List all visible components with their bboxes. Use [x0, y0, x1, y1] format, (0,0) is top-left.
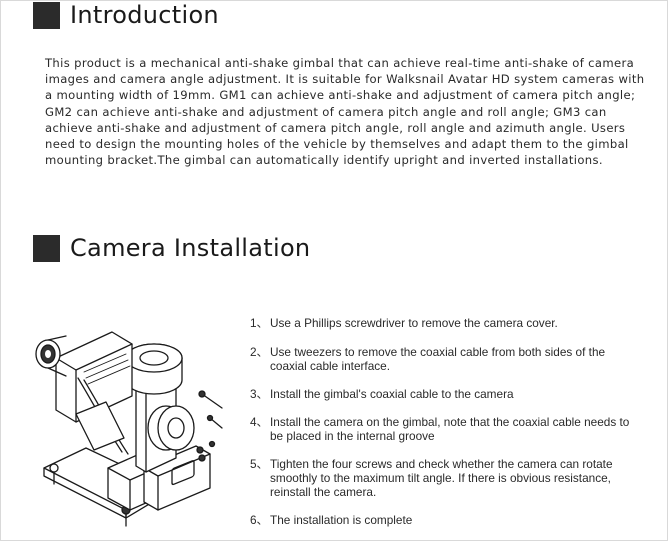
step-number: 3、 — [250, 387, 269, 401]
list-item: 1、 Use a Phillips screwdriver to remove … — [250, 316, 640, 330]
list-item: 6、 The installation is complete — [250, 513, 640, 527]
step-text: Use a Phillips screwdriver to remove the… — [270, 316, 558, 330]
list-item: 5、 Tighten the four screws and check whe… — [250, 457, 640, 499]
step-text: Install the gimbal's coaxial cable to th… — [270, 387, 514, 401]
list-item: 4、 Install the camera on the gimbal, not… — [250, 415, 640, 443]
step-number: 1、 — [250, 316, 269, 330]
section-marker-icon — [33, 234, 60, 262]
step-number: 4、 — [250, 415, 269, 429]
camera-installation-title: Camera Installation — [70, 234, 311, 262]
step-text: Install the camera on the gimbal, note t… — [270, 415, 630, 443]
step-text: Tighten the four screws and check whethe… — [270, 457, 613, 499]
list-item: 3、 Install the gimbal's coaxial cable to… — [250, 387, 640, 401]
introduction-paragraph: This product is a mechanical anti-shake … — [45, 56, 645, 168]
gimbal-camera-illustration-icon — [35, 331, 223, 527]
section-marker-icon — [33, 1, 60, 29]
step-number: 5、 — [250, 457, 269, 471]
introduction-title: Introduction — [70, 1, 219, 29]
step-text: Use tweezers to remove the coaxial cable… — [270, 345, 606, 373]
introduction-heading: Introduction — [33, 1, 219, 29]
camera-installation-heading: Camera Installation — [33, 234, 310, 262]
step-number: 2、 — [250, 345, 269, 359]
step-text: The installation is complete — [270, 513, 413, 527]
list-item: 2、 Use tweezers to remove the coaxial ca… — [250, 345, 640, 373]
step-number: 6、 — [250, 513, 269, 527]
